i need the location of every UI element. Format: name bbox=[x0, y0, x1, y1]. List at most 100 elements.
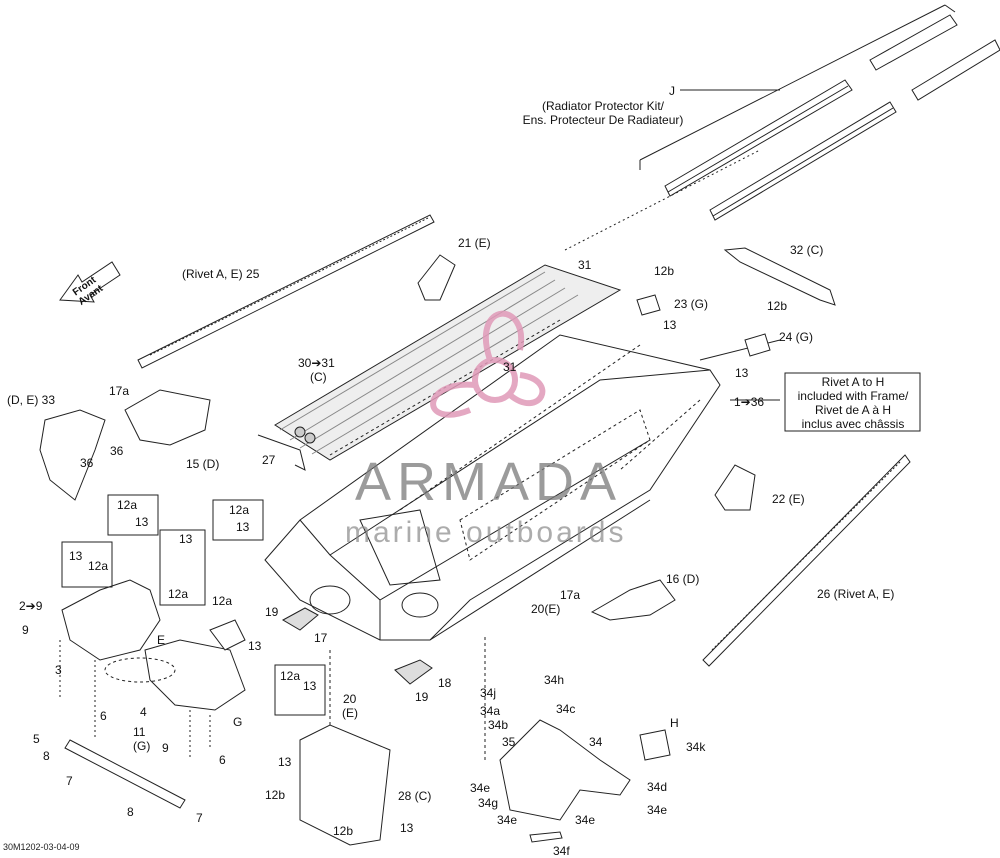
callout-label: 20 bbox=[343, 692, 357, 706]
callout-label: 13 bbox=[135, 515, 149, 529]
bracket-23 bbox=[636, 294, 661, 316]
callout-label: 3 bbox=[55, 663, 62, 677]
kit-label: (Radiator Protector Kit/ Ens. Protecteur… bbox=[518, 99, 688, 127]
rivet-note-box bbox=[784, 372, 921, 432]
callout-label: 34 bbox=[589, 735, 603, 749]
callout-label: 30➔31 bbox=[298, 356, 335, 370]
main-frame-1 bbox=[264, 334, 721, 641]
front-suspension-support bbox=[59, 579, 246, 809]
callout-label: 6 bbox=[219, 753, 226, 767]
part-34f bbox=[529, 831, 563, 843]
fastener-box-1 bbox=[107, 494, 159, 536]
kit-bracket-line bbox=[639, 4, 956, 170]
protector-strip-2 bbox=[709, 101, 897, 221]
callout-label: 34e bbox=[497, 813, 518, 827]
rail-26 bbox=[702, 454, 911, 667]
callout-label: 34e bbox=[575, 813, 596, 827]
part-18 bbox=[394, 659, 433, 685]
tunnel-top-30 bbox=[257, 264, 622, 471]
callout-label: 17a bbox=[109, 384, 130, 398]
bracket-32 bbox=[723, 247, 836, 306]
callout-label: (E) bbox=[342, 706, 358, 720]
callout-label: 34c bbox=[556, 702, 576, 716]
callout-label: 32 (C) bbox=[790, 243, 824, 257]
callout-label: 12a bbox=[229, 503, 250, 517]
callout-label: 13 bbox=[179, 532, 193, 546]
callout-label: 13 bbox=[663, 318, 677, 332]
rivet-note: Rivet A to H included with Frame/ Rivet … bbox=[786, 375, 920, 431]
callout-label: 12b bbox=[265, 788, 286, 802]
callout-label: 15 (D) bbox=[186, 457, 220, 471]
callout-label: 34d bbox=[647, 780, 668, 794]
callout-label: 18 bbox=[438, 676, 452, 690]
callout-label: 35 bbox=[502, 735, 516, 749]
callout-label: 8 bbox=[43, 749, 50, 763]
callout-label: (C) bbox=[310, 370, 327, 384]
callout-label: 36 bbox=[110, 444, 124, 458]
callout-label: 34f bbox=[553, 844, 570, 858]
callout-label: 7 bbox=[196, 811, 203, 825]
callout-label: E bbox=[157, 633, 166, 647]
fastener-box-4 bbox=[212, 499, 264, 541]
callout-label: 31 bbox=[578, 258, 592, 272]
protector-strip-4 bbox=[911, 39, 1000, 101]
rivet-note-line4: inclus avec châssis bbox=[801, 417, 905, 431]
part-17 bbox=[281, 607, 319, 631]
callout-label: 19 bbox=[265, 605, 279, 619]
callout-label: 13 bbox=[236, 520, 250, 534]
kit-dotted-leader bbox=[564, 149, 761, 251]
bracket-16 bbox=[590, 579, 676, 621]
callout-label: 2➔9 bbox=[19, 599, 43, 613]
callout-label: G bbox=[233, 715, 243, 729]
callout-label: 6 bbox=[100, 709, 107, 723]
rivet-note-line2: included with Frame/ bbox=[797, 389, 909, 403]
callout-label: 9 bbox=[162, 741, 169, 755]
watermark-subtitle: marine outboards bbox=[345, 516, 627, 549]
callout-label: 24 (G) bbox=[779, 330, 814, 344]
callout-label: 7 bbox=[66, 774, 73, 788]
front-arrow-shape bbox=[59, 261, 121, 303]
callout-label: 12a bbox=[212, 594, 233, 608]
bracket-33 bbox=[39, 409, 106, 501]
callout-label: 13 bbox=[278, 755, 292, 769]
callout-label: 26 (Rivet A, E) bbox=[817, 587, 895, 601]
bracket-24 bbox=[744, 333, 771, 357]
kit-id: J bbox=[669, 84, 675, 98]
callout-label: 34j bbox=[480, 686, 497, 700]
callout-label: 27 bbox=[262, 453, 276, 467]
callout-label: 31 bbox=[503, 360, 517, 374]
callout-label: 28 (C) bbox=[398, 789, 432, 803]
callout-label: 36 bbox=[80, 456, 94, 470]
callout-label: 17 bbox=[314, 631, 328, 645]
callout-label: H bbox=[670, 716, 679, 730]
callout-label: 12b bbox=[767, 299, 788, 313]
callout-label: 1➔36 bbox=[734, 395, 765, 409]
rivet-note-line1: Rivet A to H bbox=[821, 375, 885, 389]
callout-label: 13 bbox=[400, 821, 414, 835]
callout-label: 34b bbox=[488, 718, 509, 732]
callout-label: 12a bbox=[88, 559, 109, 573]
callout-label: 13 bbox=[735, 366, 749, 380]
callout-label: 23 (G) bbox=[674, 297, 709, 311]
part-34k bbox=[639, 729, 671, 761]
callout-label: (G) bbox=[133, 739, 151, 753]
callout-label: 21 (E) bbox=[458, 236, 491, 250]
callout-label: 34e bbox=[470, 781, 491, 795]
callout-label: 11 bbox=[133, 725, 146, 739]
callout-label: 12a bbox=[117, 498, 138, 512]
callout-label: 4 bbox=[140, 705, 147, 719]
watermark-logo bbox=[430, 310, 546, 418]
callout-label: 12a bbox=[280, 669, 301, 683]
callout-label: 8 bbox=[127, 805, 134, 819]
callout-label: 16 (D) bbox=[666, 572, 700, 586]
bracket-22 bbox=[714, 464, 756, 511]
kit-label-line1: (Radiator Protector Kit/ bbox=[541, 99, 665, 113]
callout-label: 17a bbox=[560, 588, 581, 602]
callout-label: 34k bbox=[686, 740, 706, 754]
bracket-15 bbox=[124, 389, 211, 446]
callout-label: 34e bbox=[647, 803, 668, 817]
steering-support-34 bbox=[499, 719, 631, 821]
callout-label: 20(E) bbox=[531, 602, 561, 616]
callout-label: 34g bbox=[478, 796, 499, 810]
